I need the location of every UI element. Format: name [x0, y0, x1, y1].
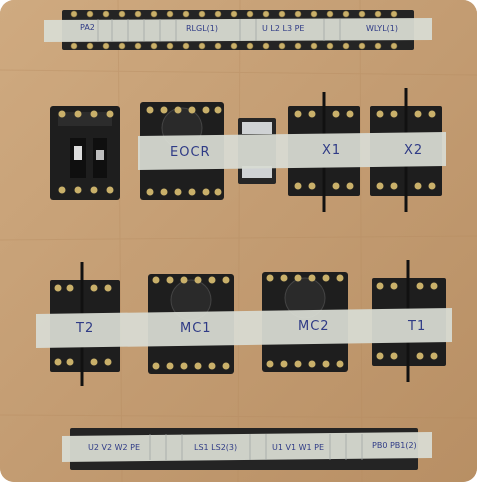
bottom-strip-label-1: U2 V2 W2 PE — [88, 443, 141, 452]
x2-label: X2 — [404, 143, 424, 158]
eocr-label: EOCR — [170, 145, 211, 160]
top-strip-label-4: WLYL(1) — [366, 24, 398, 33]
top-strip-label-3: U L2 L3 PE — [262, 24, 305, 33]
bottom-strip-label-2: LS1 LS2(3) — [194, 443, 238, 452]
bottom-strip-label-4: PB0 PB1(2) — [372, 441, 417, 450]
top-strip-label-1: PA2 — [80, 23, 95, 32]
t2-label: T2 — [76, 321, 95, 336]
circuit-breaker — [50, 106, 120, 200]
t1-label: T1 — [408, 319, 427, 334]
row1-tape — [138, 132, 446, 170]
top-strip-label-2: RLGL(1) — [186, 24, 219, 33]
row2-tape — [36, 308, 452, 348]
top-terminal-strip — [44, 10, 432, 50]
bottom-terminal-strip — [62, 428, 432, 470]
bottom-strip-label-3: U1 V1 W1 PE — [272, 443, 325, 452]
mc1-label: MC1 — [180, 321, 212, 336]
mc2-label: MC2 — [298, 319, 330, 334]
x1-label: X1 — [322, 143, 342, 158]
